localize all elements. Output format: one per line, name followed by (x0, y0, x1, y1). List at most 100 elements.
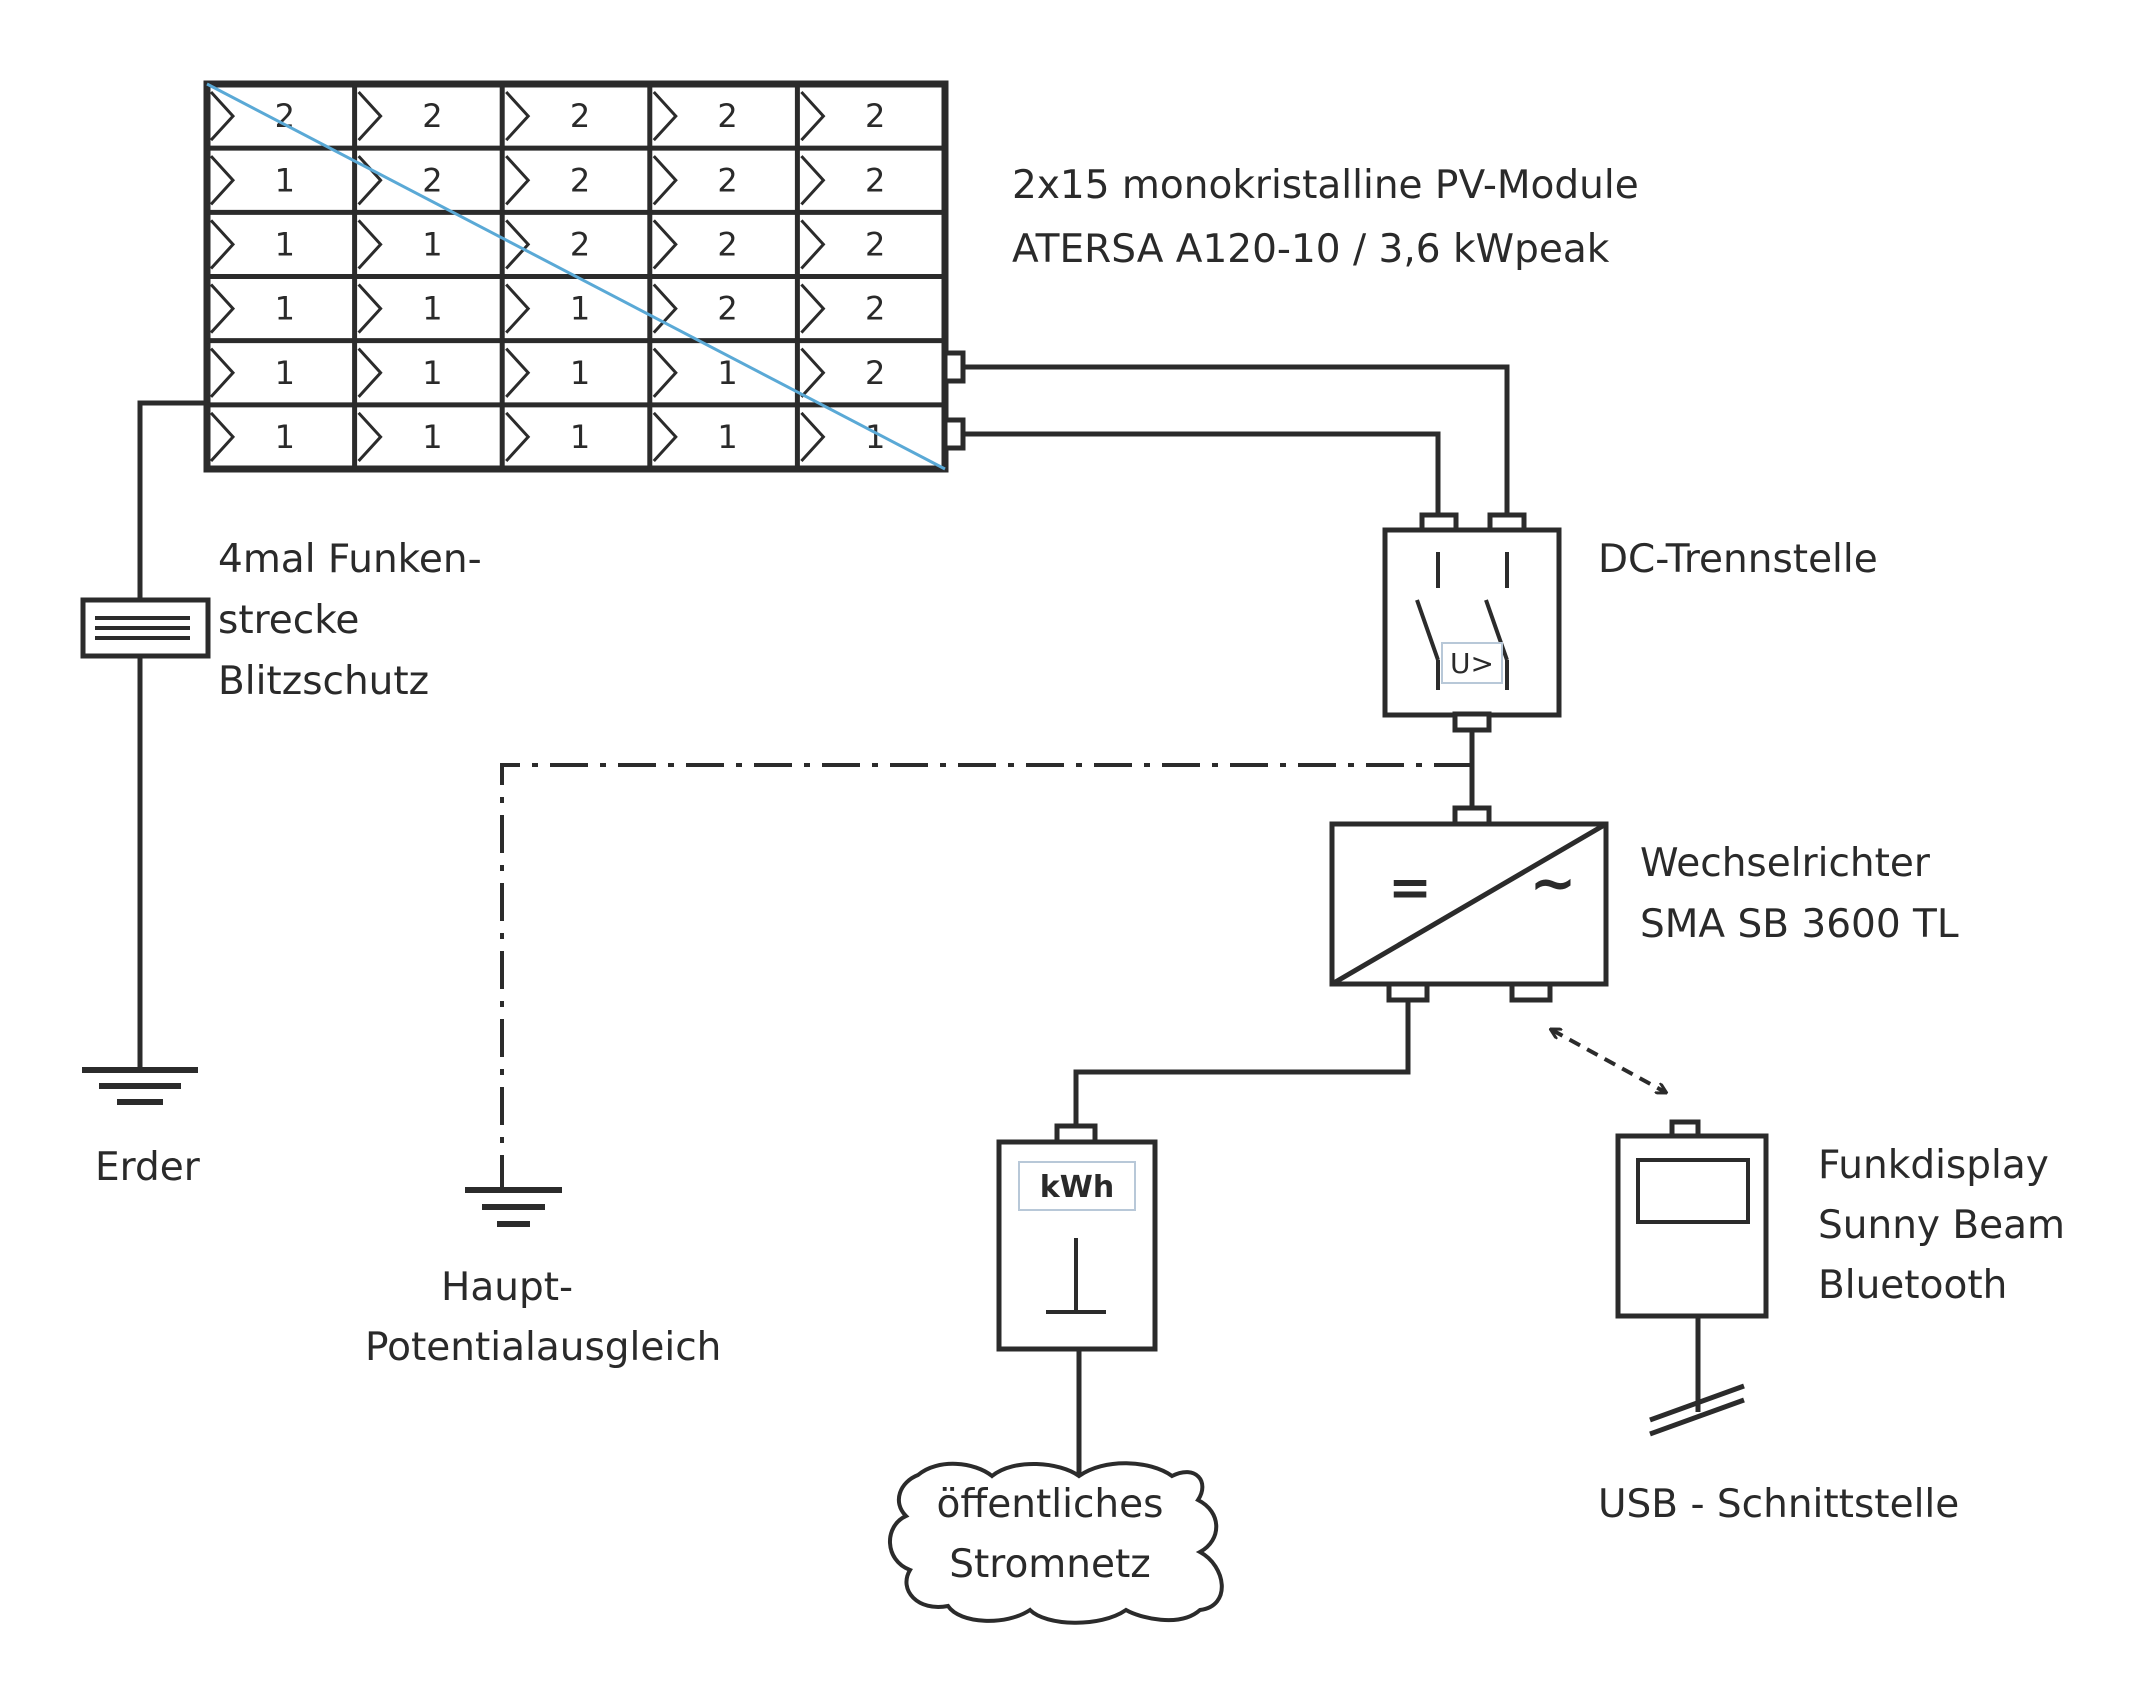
pv-module: 1 (652, 411, 738, 463)
pv-module: 1 (209, 283, 295, 334)
spark-gap-symbol (80, 597, 211, 659)
diode-chevron-icon (357, 411, 383, 463)
pv-module-string-number: 2 (865, 354, 885, 392)
diode-chevron-icon (652, 283, 678, 334)
pv-module: 2 (505, 90, 590, 142)
pv-module: 2 (652, 155, 738, 206)
meter-unit-box (1018, 1161, 1136, 1211)
grid-label-line2: Stromnetz (949, 1542, 1151, 1587)
diode-chevron-icon (800, 90, 826, 142)
pv-module-string-number: 2 (570, 161, 590, 199)
spark-gap-label-line2: strecke (218, 598, 359, 643)
usb-interface-label: USB - Schnittstelle (1598, 1482, 1959, 1527)
pv-module: 1 (209, 411, 295, 463)
equipotential-bonding-line (500, 763, 1472, 1190)
pv-module-string-number: 2 (717, 225, 737, 263)
diode-chevron-icon (357, 155, 383, 206)
usb-connector-symbol (1649, 1383, 1745, 1437)
pv-module-string-number: 2 (865, 225, 885, 263)
pv-module: 1 (357, 219, 443, 270)
pv-module: 1 (505, 283, 590, 334)
diode-chevron-icon (652, 155, 678, 206)
earth-wire (137, 400, 207, 1070)
diode-chevron-icon (800, 219, 826, 270)
earth-ground-symbol-equipotential (465, 1187, 562, 1227)
pv-module: 2 (505, 155, 590, 206)
pv-connector-top (942, 350, 966, 384)
dc-disconnect: U> (1382, 512, 1562, 733)
equipotential-label-line2: Potentialausgleich (365, 1325, 721, 1370)
pv-module-string-number: 2 (865, 161, 885, 199)
pv-module-string-number: 1 (717, 354, 737, 392)
display-label-line3: Bluetooth (1818, 1263, 2007, 1308)
display-label-line2: Sunny Beam (1818, 1203, 2065, 1248)
pv-module-string-number: 1 (422, 354, 442, 392)
pv-module-string-number: 1 (422, 225, 442, 263)
inverter: = ~ (1329, 805, 1609, 1003)
pv-module-string-number: 1 (717, 418, 737, 456)
diode-chevron-icon (505, 219, 531, 270)
pv-module: 2 (357, 90, 443, 142)
pv-module-string-number: 1 (570, 418, 590, 456)
inverter-label-line1: Wechselrichter (1640, 841, 1931, 886)
pv-module: 2 (800, 155, 885, 206)
diode-chevron-icon (800, 155, 826, 206)
pv-module-string-number: 1 (275, 354, 295, 392)
pv-module-string-number: 2 (865, 97, 885, 135)
pv-module-string-number: 2 (422, 161, 442, 199)
pv-module: 1 (357, 411, 443, 463)
inverter-label-line2: SMA SB 3600 TL (1640, 902, 1959, 947)
pv-module-string-number: 2 (865, 290, 885, 328)
spark-gap-label-line1: 4mal Funken- (218, 537, 482, 582)
pv-module-string-number: 1 (570, 290, 590, 328)
pv-module-string-number: 1 (275, 290, 295, 328)
pv-module: 2 (800, 90, 885, 142)
diode-chevron-icon (209, 411, 236, 463)
ac-wire-to-meter (1073, 1000, 1411, 1126)
diode-chevron-icon (505, 155, 531, 206)
pv-module: 1 (800, 411, 885, 463)
diode-chevron-icon (209, 219, 236, 270)
energy-meter: kWh (996, 1123, 1158, 1352)
pv-module: 1 (357, 347, 443, 398)
pv-module: 1 (505, 411, 590, 463)
overvoltage-indicator-label: U> (1450, 647, 1494, 680)
radio-display-device (1615, 1119, 1769, 1319)
pv-module: 1 (209, 155, 295, 206)
diode-chevron-icon (800, 411, 826, 463)
diode-chevron-icon (209, 283, 236, 334)
earth-label: Erder (95, 1145, 201, 1190)
pv-module-string-number: 2 (717, 97, 737, 135)
pv-module: 2 (800, 219, 885, 270)
string-split-diagonal (206, 82, 946, 471)
pv-module: 1 (209, 347, 295, 398)
pv-module: 1 (652, 347, 738, 398)
pv-module-string-number: 1 (275, 225, 295, 263)
pv-module: 1 (357, 283, 443, 334)
diode-chevron-icon (357, 90, 383, 142)
diode-chevron-icon (357, 219, 383, 270)
equipotential-label-line1: Haupt- (441, 1265, 573, 1310)
meter-unit-label: kWh (1040, 1170, 1114, 1205)
pv-module-string-number: 2 (717, 161, 737, 199)
public-grid-cloud (888, 1461, 1224, 1625)
pv-module-string-number: 2 (570, 225, 590, 263)
pv-label-line2: ATERSA A120-10 / 3,6 kWpeak (1012, 227, 1610, 272)
dc-disconnect-label: DC-Trennstelle (1598, 537, 1878, 582)
pv-connector-bottom (942, 417, 966, 451)
pv-module: 2 (652, 90, 738, 142)
pv-module: 2 (652, 219, 738, 270)
pv-module-string-number: 1 (422, 418, 442, 456)
bluetooth-link-arrow (1552, 1030, 1665, 1092)
pv-module-string-number: 2 (717, 290, 737, 328)
pv-module-string-number: 1 (422, 290, 442, 328)
display-label-line1: Funkdisplay (1818, 1143, 2049, 1188)
grid-label-line1: öffentliches (937, 1482, 1164, 1527)
pv-module-string-number: 1 (570, 354, 590, 392)
pv-module: 1 (505, 347, 590, 398)
overvoltage-indicator-box (1441, 642, 1503, 684)
dc-wire-string-2 (963, 431, 1441, 515)
pv-label-line1: 2x15 monokristalline PV-Module (1012, 163, 1639, 208)
pv-module: 1 (209, 219, 295, 270)
